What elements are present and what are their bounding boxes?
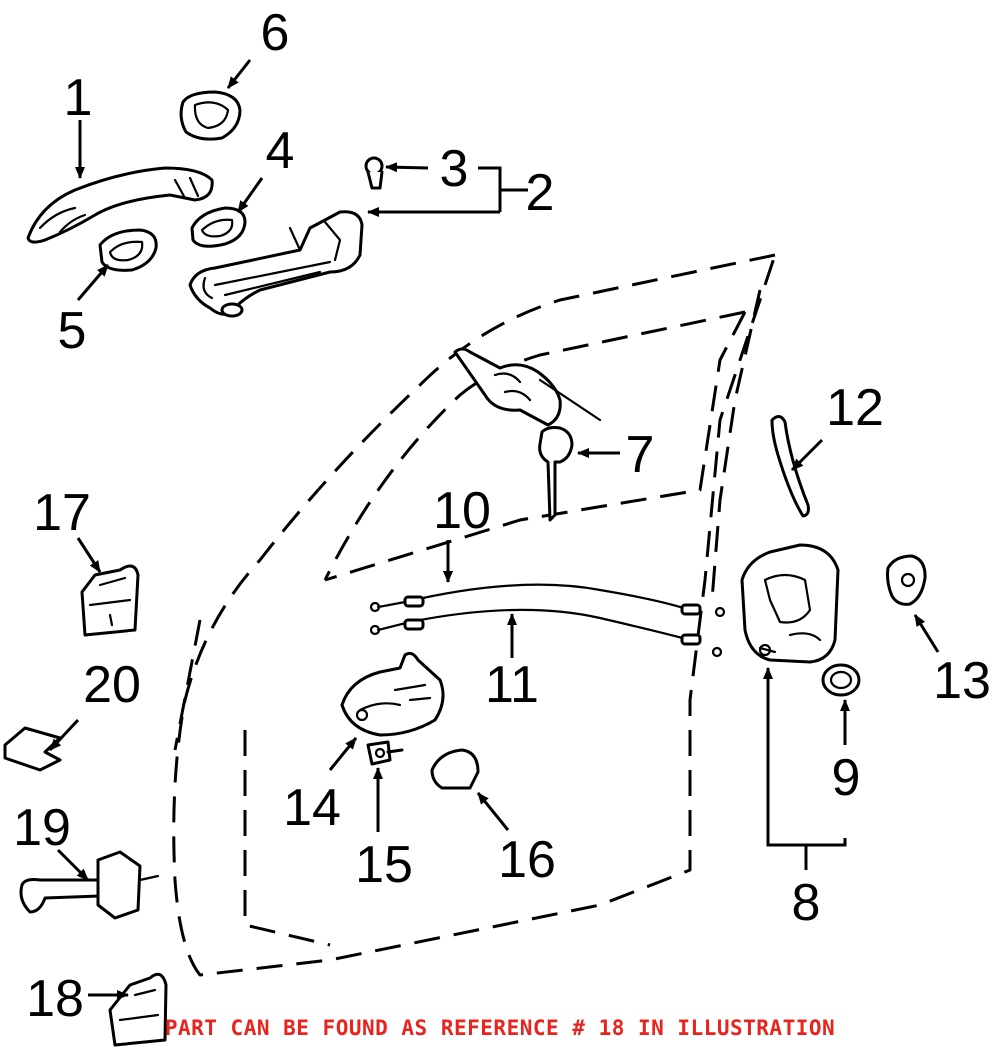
part-9-ring <box>821 663 861 697</box>
part-12-rod <box>770 415 810 518</box>
callout-10: 10 <box>433 482 491 540</box>
part-3-clip <box>364 156 384 190</box>
part-6-handle-pad <box>179 90 242 141</box>
leader-lines <box>48 59 940 1000</box>
callout-5: 5 <box>58 302 87 360</box>
part-4-handle-pad <box>190 206 247 248</box>
part-1-outside-handle <box>26 166 214 244</box>
part-5-handle-pad <box>98 228 158 272</box>
callout-12: 12 <box>826 379 884 437</box>
callout-20: 20 <box>83 656 141 714</box>
callout-7: 7 <box>626 426 655 484</box>
callout-11: 11 <box>485 656 539 714</box>
part-18-hinge <box>108 972 168 1047</box>
callout-4: 4 <box>266 122 295 180</box>
callout-1: 1 <box>64 69 93 127</box>
callout-numbers: 1 2 3 4 5 6 7 8 9 10 11 12 13 14 15 16 1… <box>13 4 991 1028</box>
parts-10-11-cables <box>369 583 726 658</box>
callout-13: 13 <box>933 652 991 710</box>
part-2-handle-frame <box>188 210 364 318</box>
part-15-bolt <box>366 740 404 766</box>
callout-9: 9 <box>832 749 861 807</box>
callout-2: 2 <box>526 164 555 222</box>
reference-note: PART CAN BE FOUND AS REFERENCE # 18 IN I… <box>164 1016 836 1040</box>
part-8-door-lock <box>740 543 840 664</box>
callout-15: 15 <box>355 836 413 894</box>
callout-8: 8 <box>792 874 821 932</box>
callout-17: 17 <box>33 484 91 542</box>
callout-16: 16 <box>498 831 556 889</box>
callout-14: 14 <box>283 779 341 837</box>
part-19-check-arm <box>19 850 160 920</box>
part-13-striker <box>886 554 927 606</box>
part-20-shim <box>3 726 62 772</box>
part-17-hinge <box>80 564 140 637</box>
part-16-cover <box>430 748 480 790</box>
callout-19: 19 <box>13 799 71 857</box>
part-14-inside-handle <box>340 651 445 737</box>
callout-18: 18 <box>26 970 84 1028</box>
callout-6: 6 <box>261 4 290 62</box>
callout-3: 3 <box>440 140 469 198</box>
part-7-lock-cylinder <box>453 347 602 522</box>
